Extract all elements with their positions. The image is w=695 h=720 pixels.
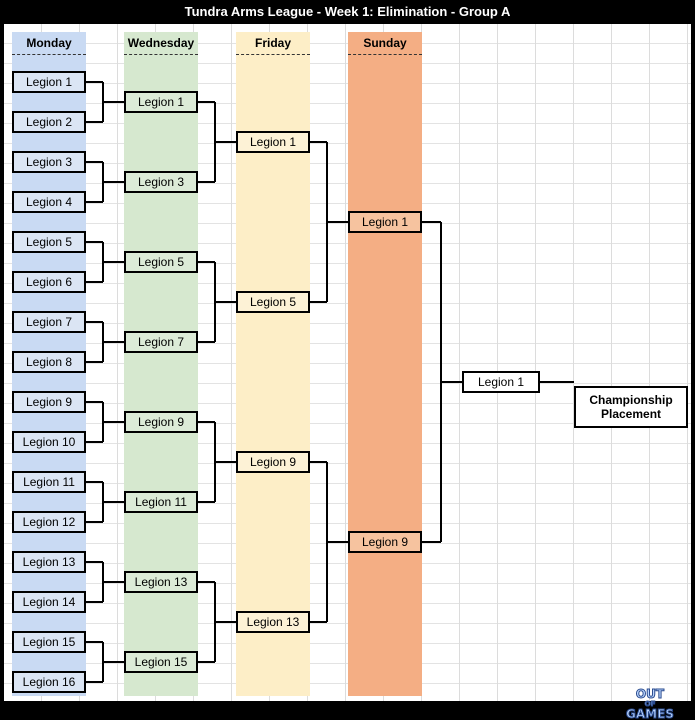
monday-header: Monday	[12, 32, 86, 55]
wednesday-match-box: Legion 11	[124, 491, 198, 513]
sunday-header: Sunday	[348, 32, 422, 55]
monday-match-box: Legion 13	[12, 551, 86, 573]
monday-match-box: Legion 3	[12, 151, 86, 173]
monday-match-box: Legion 6	[12, 271, 86, 293]
sunday-match-box: Legion 9	[348, 531, 422, 553]
logo-line2: OF	[645, 700, 656, 708]
monday-match-box: Legion 5	[12, 231, 86, 253]
logo-line3: GAMES	[626, 707, 674, 720]
monday-match-box: Legion 7	[12, 311, 86, 333]
wednesday-match-box: Legion 5	[124, 251, 198, 273]
friday-match-box: Legion 9	[236, 451, 310, 473]
sunday-match-box: Legion 1	[348, 211, 422, 233]
final-winner-box: Legion 1	[462, 371, 540, 393]
wednesday-match-box: Legion 13	[124, 571, 198, 593]
friday-header: Friday	[236, 32, 310, 55]
wednesday-match-box: Legion 9	[124, 411, 198, 433]
monday-match-box: Legion 12	[12, 511, 86, 533]
friday-match-box: Legion 13	[236, 611, 310, 633]
bracket-connectors	[86, 81, 574, 683]
monday-match-box: Legion 9	[12, 391, 86, 413]
monday-match-box: Legion 15	[12, 631, 86, 653]
monday-match-box: Legion 2	[12, 111, 86, 133]
wednesday-match-box: Legion 15	[124, 651, 198, 673]
friday-match-box: Legion 1	[236, 131, 310, 153]
monday-match-box: Legion 11	[12, 471, 86, 493]
wednesday-header: Wednesday	[124, 32, 198, 55]
wednesday-match-box: Legion 3	[124, 171, 198, 193]
out-of-games-logo: OUT OF GAMES	[626, 687, 675, 720]
monday-match-box: Legion 8	[12, 351, 86, 373]
monday-match-box: Legion 14	[12, 591, 86, 613]
sunday-column: Sunday	[348, 32, 422, 696]
page-title: Tundra Arms League - Week 1: Elimination…	[184, 4, 511, 19]
monday-match-box: Legion 10	[12, 431, 86, 453]
monday-match-box: Legion 16	[12, 671, 86, 693]
monday-match-box: Legion 1	[12, 71, 86, 93]
monday-match-box: Legion 4	[12, 191, 86, 213]
friday-match-box: Legion 5	[236, 291, 310, 313]
wednesday-match-box: Legion 1	[124, 91, 198, 113]
championship-placement-box: Championship Placement	[574, 386, 688, 428]
wednesday-match-box: Legion 7	[124, 331, 198, 353]
spreadsheet-grid: Monday Wednesday Friday Sunday Legion 1 L…	[4, 24, 691, 720]
bracket-frame: Tundra Arms League - Week 1: Elimination…	[4, 4, 691, 720]
logo-line1: OUT	[636, 687, 665, 701]
